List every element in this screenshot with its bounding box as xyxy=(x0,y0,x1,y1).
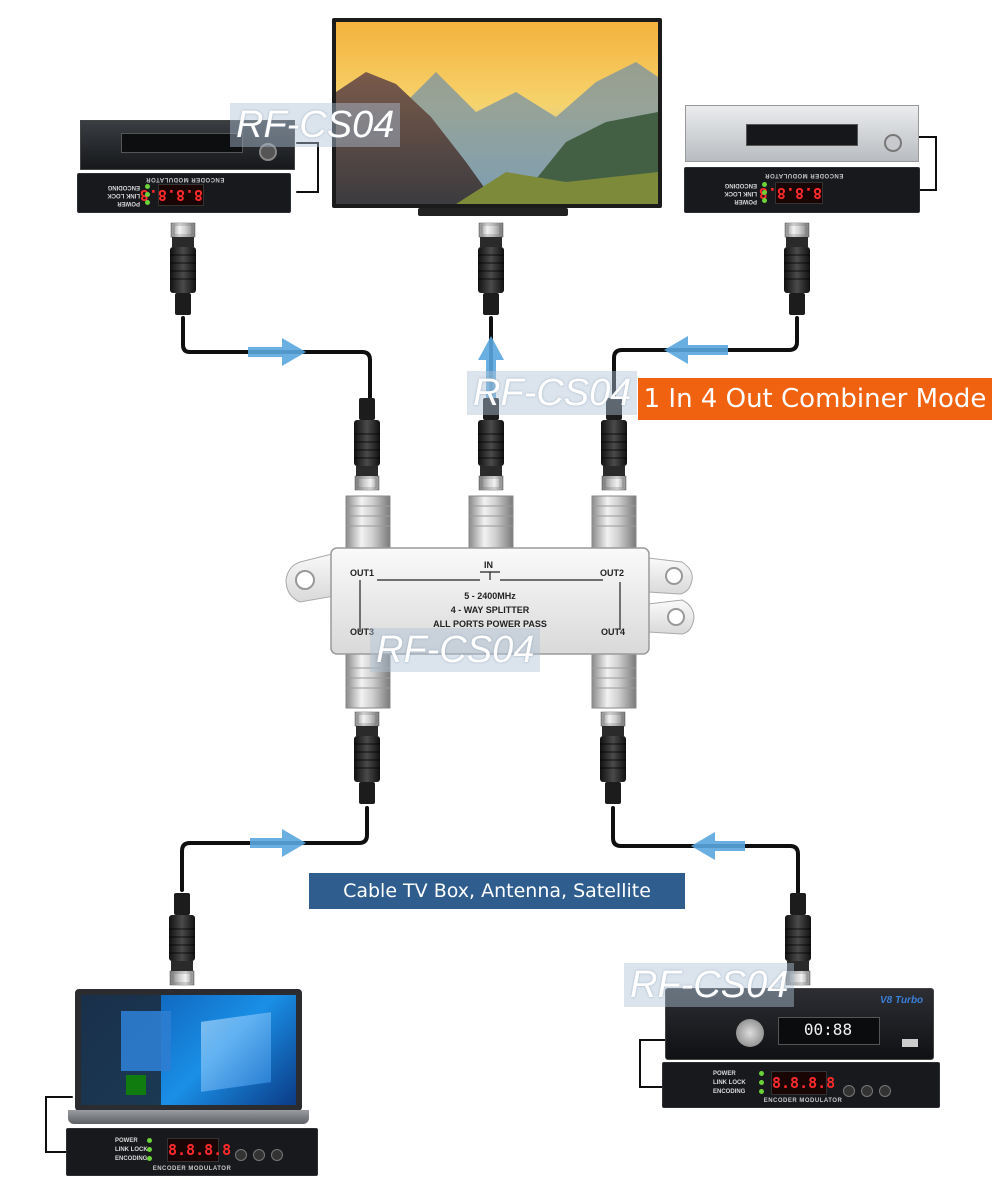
encoder-modulator-bottom-right: POWER LINK LOCK ENCODING 8.8.8.8 ENCODER… xyxy=(662,1062,940,1108)
combiner-mode-banner: 1 In 4 Out Combiner Mode xyxy=(638,378,992,420)
encoder-modulator-top-left: 8.8.8.8 POWER LINK LOCK ENCODING ENCODER… xyxy=(77,173,291,213)
splitter-out4-label: OUT4 xyxy=(601,627,626,637)
receiver-brand: V8 Turbo xyxy=(880,995,924,1006)
splitter-frequency: 5 - 2400MHz xyxy=(464,591,516,601)
modulator-name: ENCODER MODULATOR xyxy=(145,176,225,182)
signal-sources-banner: Cable TV Box, Antenna, Satellite Rexeive… xyxy=(309,873,685,938)
splitter-out2-label: OUT2 xyxy=(600,568,625,578)
modulator-display: 8.8.8.8 xyxy=(167,1138,231,1162)
encoder-modulator-top-right: 8.8.8.8 POWER LINK LOCK ENCODING ENCODER… xyxy=(684,167,920,213)
laptop-screen xyxy=(81,995,296,1105)
modulator-link-label: LINK LOCK xyxy=(107,192,140,198)
tv-stand xyxy=(418,208,568,216)
splitter-body xyxy=(285,547,695,655)
dvd-player-right xyxy=(685,105,919,162)
modulator-link-label: LINK LOCK xyxy=(115,1147,148,1153)
splitter-type: 4 - WAY SPLITTER xyxy=(450,605,530,615)
modulator-link-label: LINK LOCK xyxy=(713,1080,746,1086)
dvd-player-left xyxy=(80,120,295,170)
splitter-out3-label: OUT3 xyxy=(350,627,375,637)
splitter-ports xyxy=(345,495,637,709)
splitter-power-pass: ALL PORTS POWER PASS xyxy=(433,619,547,629)
signal-arrows xyxy=(248,336,745,860)
modulator-link-label: LINK LOCK xyxy=(724,190,757,196)
modulator-encoding-label: ENCODING xyxy=(713,1089,746,1095)
watermark-splitter: RF-CS04 xyxy=(370,628,541,672)
modulator-encoding-label: ENCODING xyxy=(724,182,757,188)
modulator-power-label: POWER xyxy=(117,200,140,206)
modulator-power-label: POWER xyxy=(115,1138,138,1144)
modulator-display: 8.8.8.8 xyxy=(771,1071,835,1095)
modulator-power-label: POWER xyxy=(734,198,757,204)
modulator-encoding-label: ENCODING xyxy=(107,184,140,190)
laptop-base xyxy=(68,1110,309,1124)
watermark-top-left: RF-CS04 xyxy=(230,103,401,147)
satellite-receiver: 00:88 V8 Turbo xyxy=(665,988,934,1060)
modulator-display: 8.8.8.8 xyxy=(139,184,204,206)
receiver-display: 00:88 xyxy=(803,1020,853,1039)
splitter-out1-label: OUT1 xyxy=(350,568,375,578)
encoder-modulator-bottom-left: POWER LINK LOCK ENCODING 8.8.8.8 ENCODER… xyxy=(66,1128,318,1176)
laptop xyxy=(75,989,302,1111)
modulator-encoding-label: ENCODING xyxy=(115,1156,148,1162)
modulator-name: ENCODER MODULATOR xyxy=(764,172,844,178)
modulator-display: 8.8.8.8 xyxy=(758,182,823,204)
modulator-power-label: POWER xyxy=(713,1071,736,1077)
modulator-name: ENCODER MODULATOR xyxy=(763,1098,843,1104)
tv-screen-landscape xyxy=(336,22,658,204)
modulator-name: ENCODER MODULATOR xyxy=(152,1166,232,1172)
watermark-center-top: RF-CS04 xyxy=(467,371,638,415)
splitter-in-label: IN xyxy=(484,560,493,570)
watermark-bottom-right: RF-CS04 xyxy=(624,963,795,1007)
splitter-bottom-connectors xyxy=(353,711,627,805)
